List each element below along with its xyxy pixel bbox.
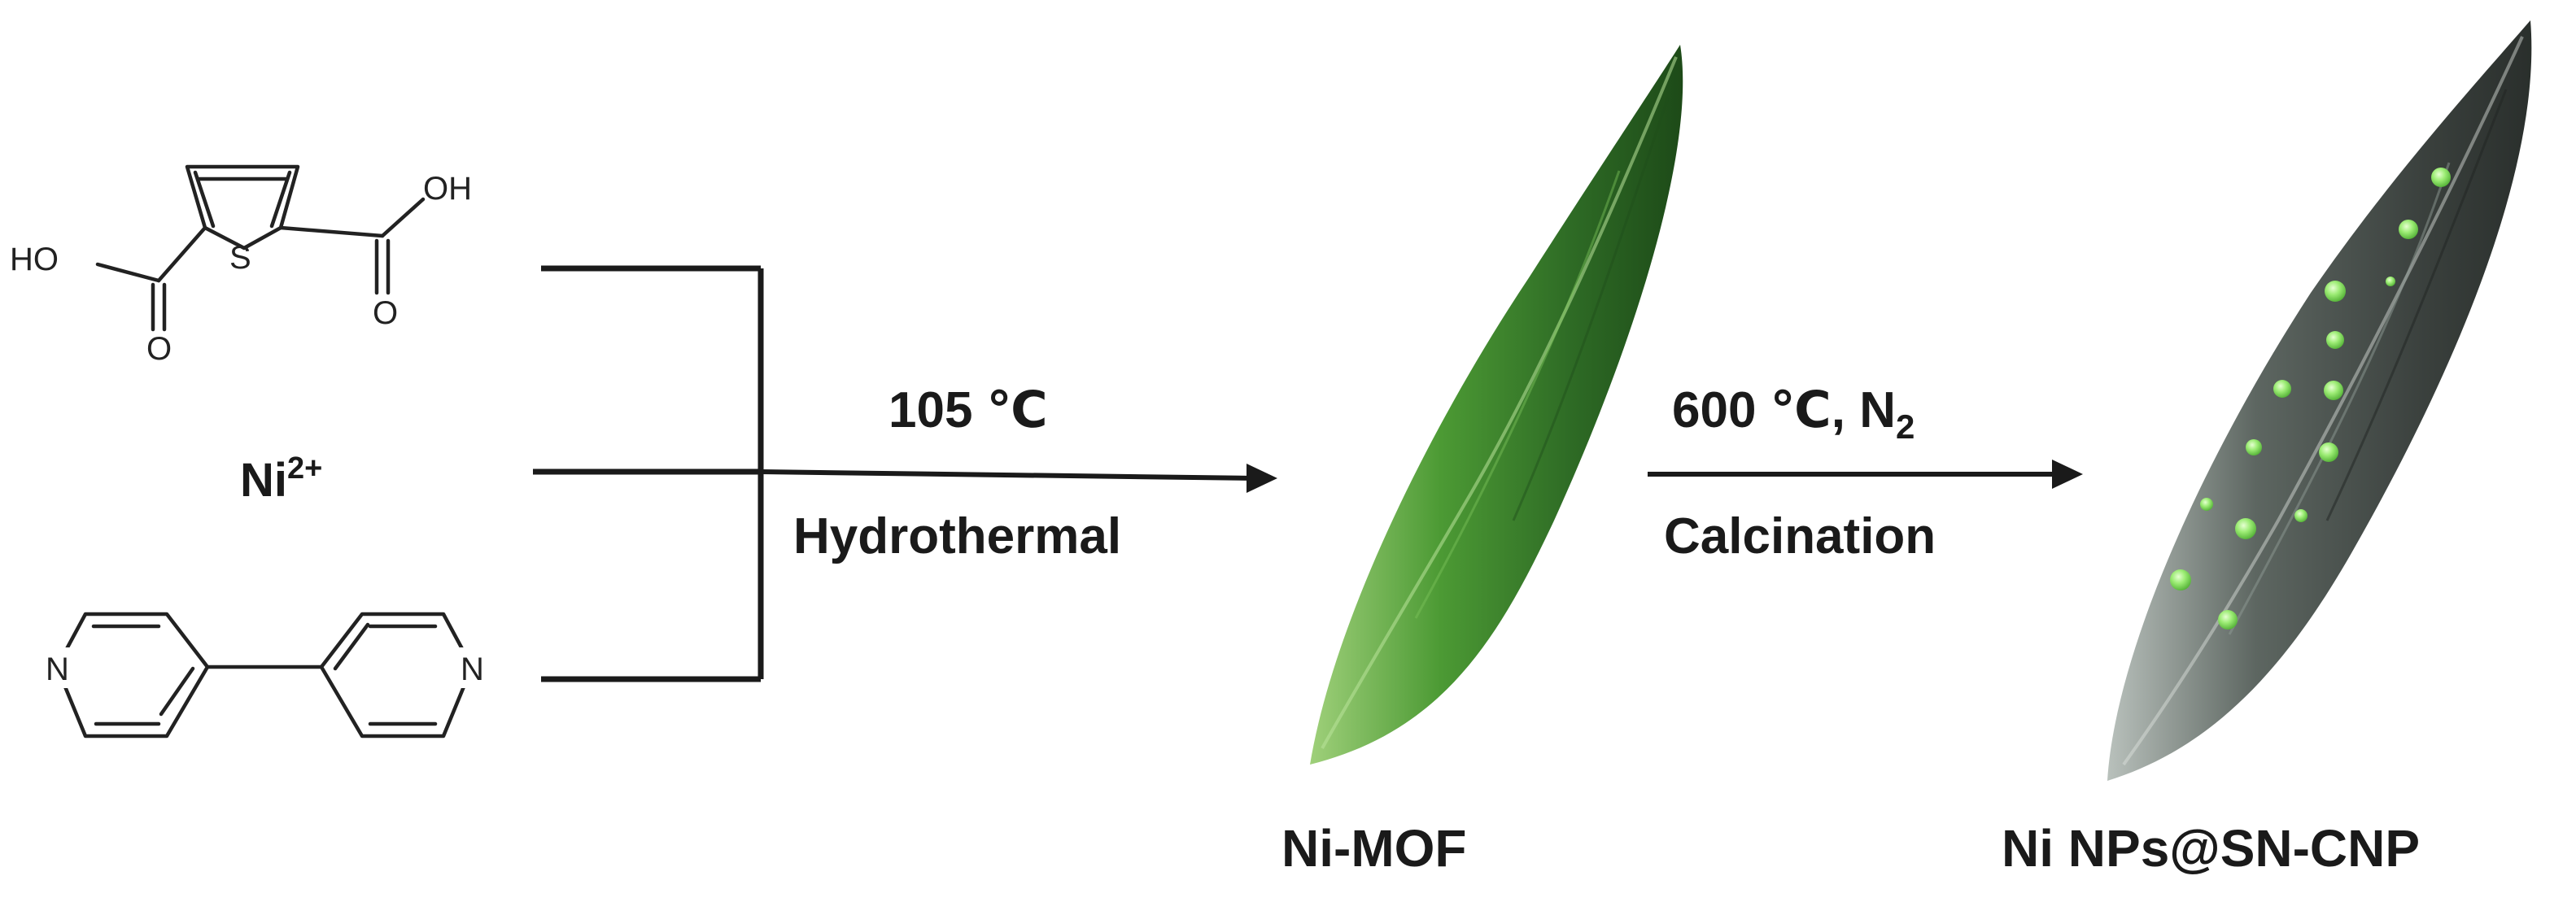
left-ring-double-right [159, 666, 195, 717]
bipyridine-structure: N N [39, 612, 490, 739]
pyridine-ring-left [55, 612, 210, 739]
left-c-oh-bond [95, 262, 161, 283]
ni-nps-carbon-leaf-image [2107, 20, 2532, 781]
nickel-nanoparticles [2170, 168, 2451, 630]
nickel-ion-label: Ni2+ [240, 451, 322, 507]
step2-conditions: 600 ℃, N2 [1672, 382, 1915, 446]
ring-double-bond-right [269, 170, 292, 229]
nanoparticle [2324, 381, 2343, 400]
nanoparticle [2325, 281, 2346, 302]
ni-nps-sn-cnp-label: Ni NPs@SN-CNP [2002, 819, 2420, 878]
thiophene-ring [185, 164, 300, 251]
reaction-arrow-2 [1648, 460, 2083, 489]
step1-method: Hydrothermal [793, 508, 1121, 564]
right-c-oh-bond [380, 197, 426, 238]
ni-mof-label: Ni-MOF [1281, 819, 1467, 878]
nanoparticle [2235, 518, 2256, 539]
ring-double-bond-left [193, 170, 216, 229]
nanoparticle [2386, 277, 2395, 286]
pyridine-ring-right [319, 612, 474, 739]
ni-mof-leaf-image [1310, 45, 1683, 765]
hydroxyl-left-label: HO [10, 242, 59, 277]
hydroxyl-right-label: OH [423, 171, 472, 207]
nanoparticle [2246, 439, 2262, 455]
oxygen-left-label: O [146, 331, 172, 367]
oxygen-right-label: O [373, 295, 398, 331]
reactant-bracket [533, 265, 764, 682]
thiophene-dicarboxylic-acid-structure: S HO OH O O [10, 164, 472, 367]
nanoparticle [2431, 168, 2451, 187]
nitrogen-right-label: N [461, 651, 484, 687]
nanoparticle [2399, 220, 2418, 239]
nanoparticle [2319, 442, 2338, 462]
step2-method: Calcination [1664, 508, 1936, 564]
nanoparticle [2200, 498, 2213, 511]
reaction-arrow-1 [760, 464, 1277, 493]
nitrogen-right-mask [454, 647, 490, 688]
sulfur-atom-label: S [229, 240, 251, 276]
step1-temperature: 105 ℃ [889, 382, 1048, 438]
left-carboxyl-bond [156, 225, 207, 283]
right-ring-double-left [333, 622, 370, 671]
nanoparticle [2170, 569, 2191, 590]
nitrogen-left-mask [39, 647, 75, 688]
right-carboxyl-bond [278, 225, 385, 238]
nanoparticle [2294, 509, 2307, 522]
nanoparticle [2273, 380, 2291, 398]
nitrogen-left-label: N [46, 651, 69, 687]
nanoparticle [2218, 610, 2238, 630]
nanoparticle [2326, 331, 2344, 349]
